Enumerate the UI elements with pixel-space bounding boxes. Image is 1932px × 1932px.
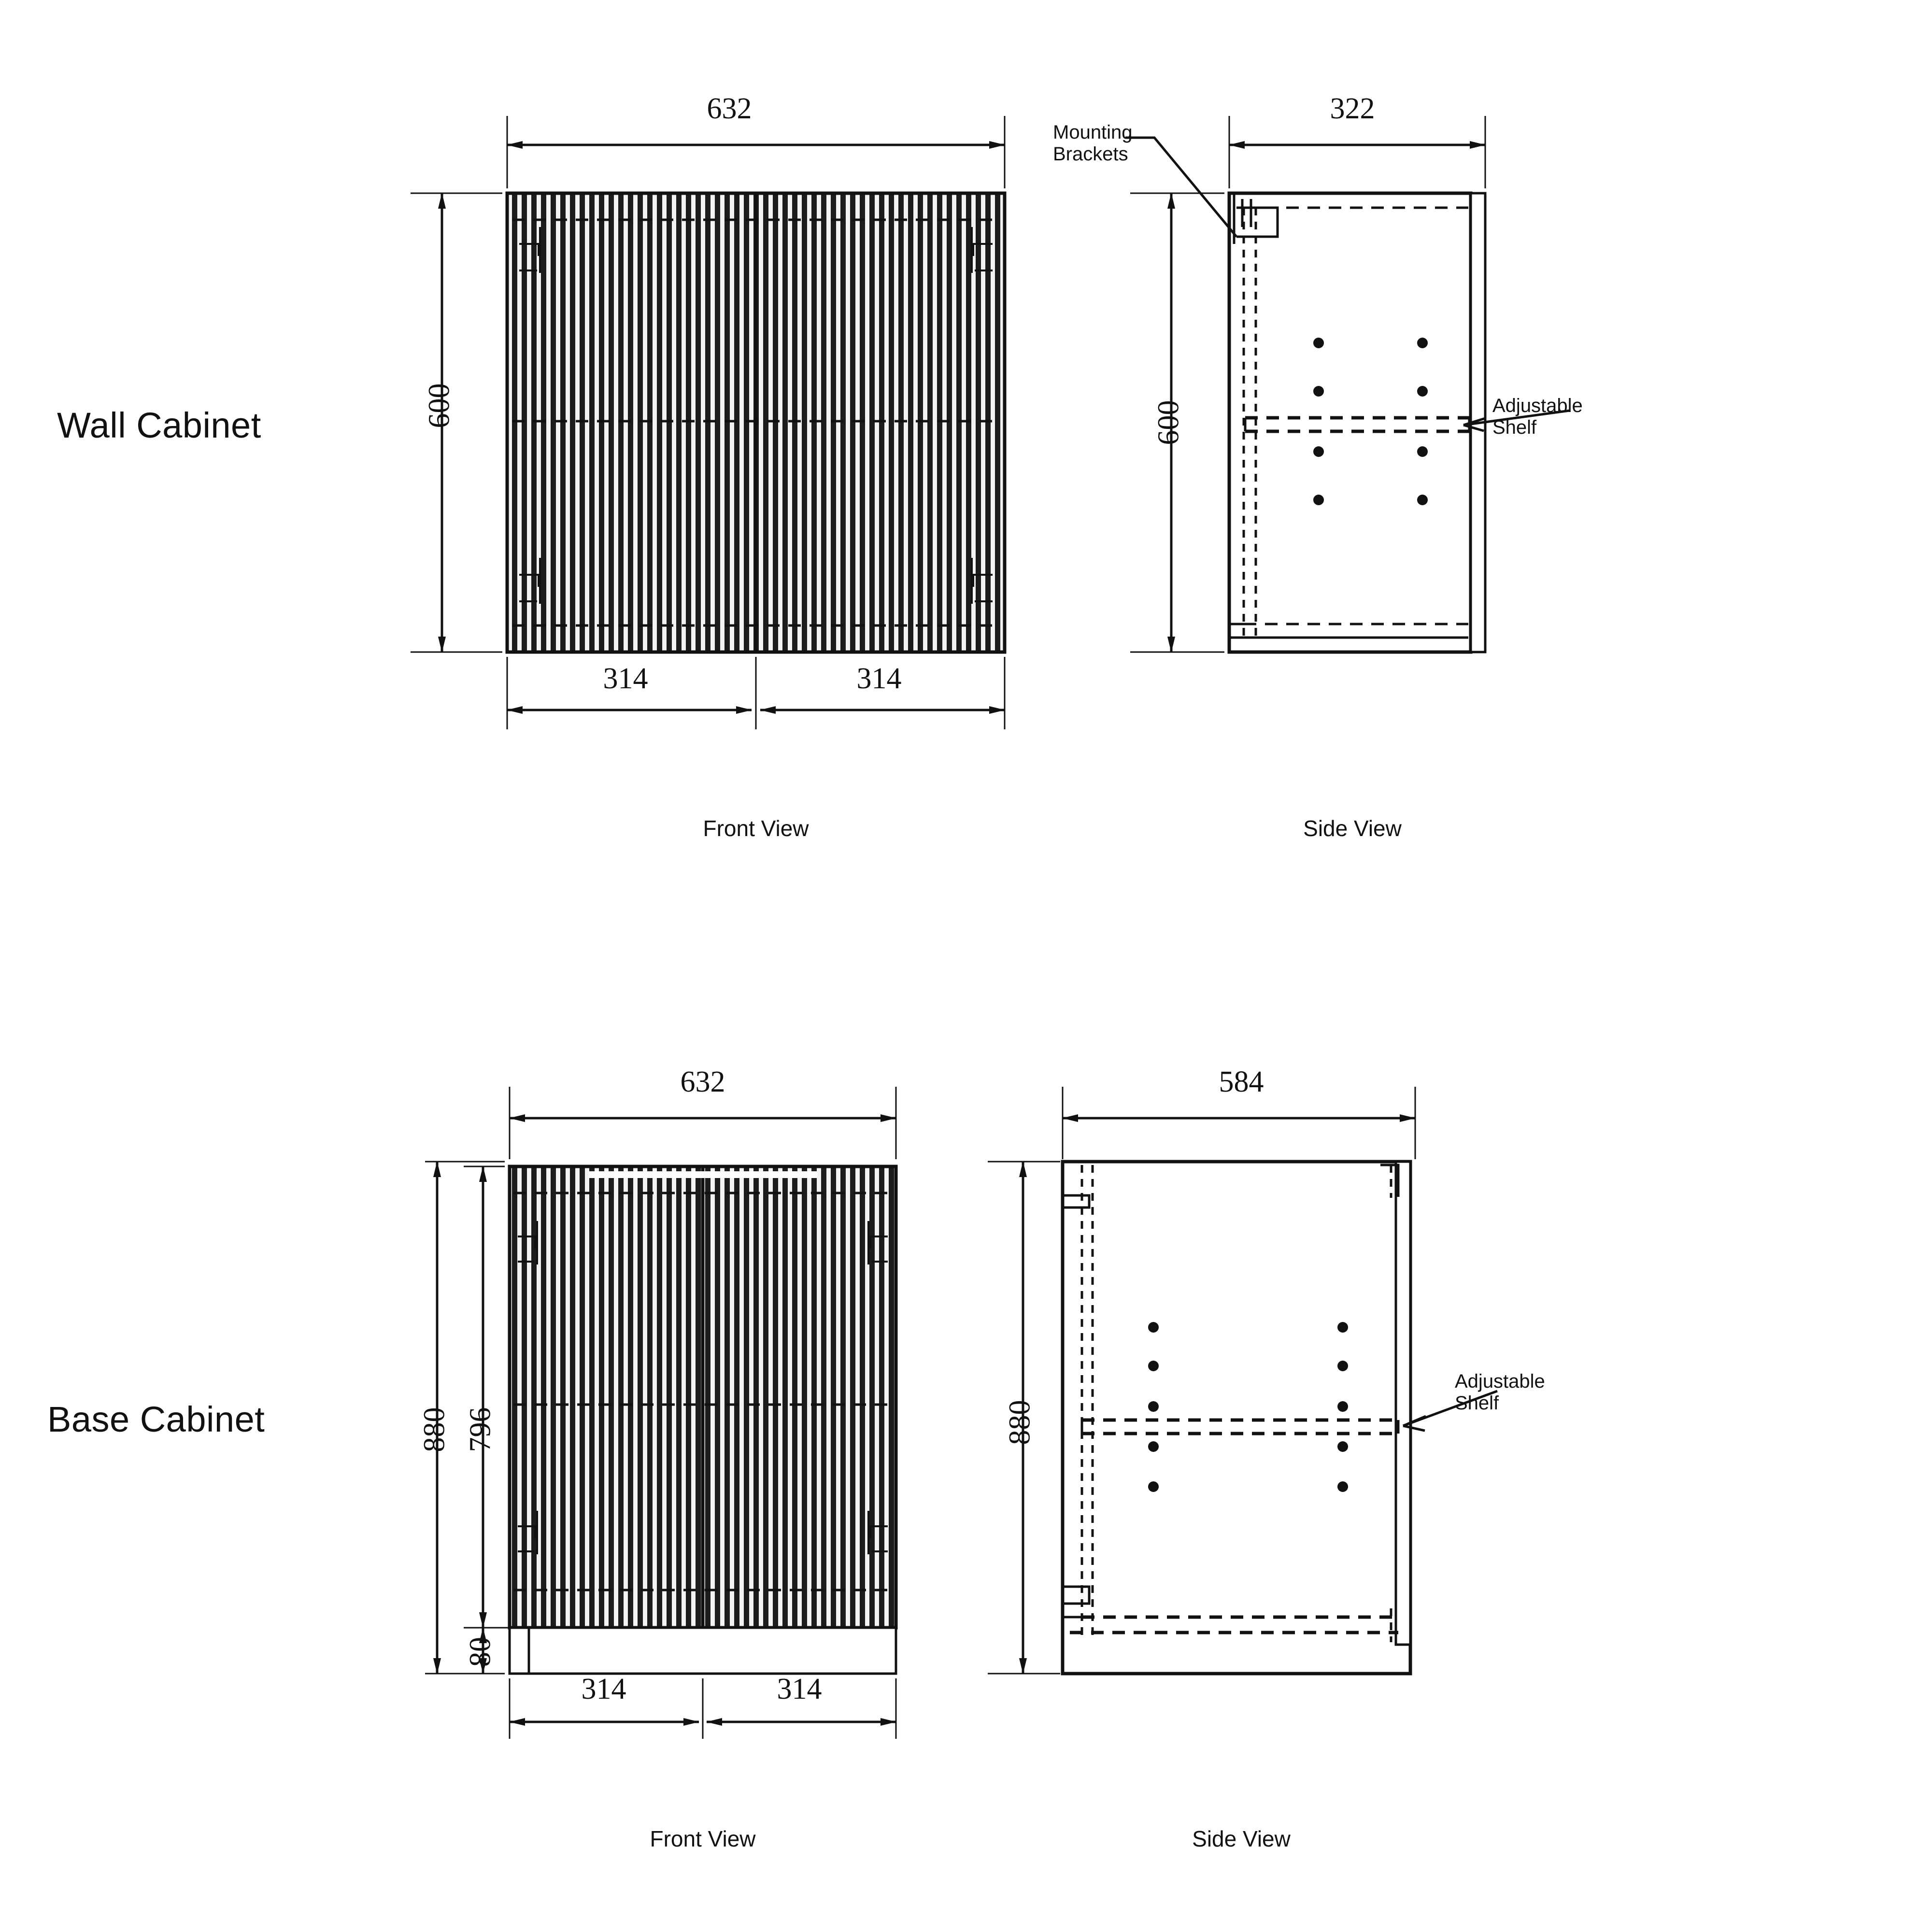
annotation-adjustable-shelf-base: Adjustable Shelf [1455, 1371, 1545, 1414]
annotation-mounting-brackets: Mounting Brackets [1053, 122, 1133, 165]
dimension-base-front-door-height: 796 [464, 1407, 497, 1452]
dimension-wall-front-door-left: 314 [603, 662, 648, 695]
annotation-adjustable-shelf-base-line2: Shelf [1455, 1392, 1499, 1414]
caption-wall-side-view: Side View [1303, 816, 1402, 841]
dimension-wall-front-door-right: 314 [856, 662, 902, 695]
wall-front-view-geometry [411, 116, 1007, 729]
caption-base-side-view: Side View [1192, 1826, 1291, 1851]
wall-side-view-geometry [1125, 116, 1570, 654]
dimension-base-front-plinth-height: 80 [464, 1637, 497, 1667]
dimension-base-front-outer-height: 880 [418, 1407, 451, 1452]
annotation-mounting-brackets-line2: Brackets [1053, 143, 1128, 165]
annotation-adjustable-shelf-wall-line2: Shelf [1492, 416, 1537, 438]
dimension-wall-front-height: 600 [423, 383, 456, 428]
base-front-view-geometry [425, 1087, 898, 1739]
dimension-base-front-width: 632 [680, 1065, 725, 1098]
dimension-base-front-door-right: 314 [777, 1673, 822, 1705]
caption-wall-front-view: Front View [703, 816, 809, 841]
base-side-view-geometry [988, 1087, 1498, 1676]
dimension-base-side-depth: 584 [1219, 1065, 1264, 1098]
section-label-base-cabinet: Base Cabinet [47, 1399, 265, 1439]
dimension-base-side-height: 880 [1003, 1400, 1037, 1445]
hinge-mark [519, 227, 541, 273]
annotation-adjustable-shelf-base-line1: Adjustable [1455, 1371, 1545, 1392]
adjustable-shelf-base [1080, 1418, 1400, 1435]
dimension-wall-front-width: 632 [707, 92, 752, 125]
dimension-wall-side-height: 600 [1152, 400, 1185, 445]
dimension-wall-side-depth: 322 [1330, 92, 1375, 125]
annotation-mounting-brackets-line1: Mounting [1053, 122, 1133, 143]
annotation-adjustable-shelf-wall-line1: Adjustable [1492, 395, 1583, 416]
annotation-adjustable-shelf-wall: Adjustable Shelf [1492, 395, 1583, 439]
caption-base-front-view: Front View [650, 1826, 756, 1851]
section-label-wall-cabinet: Wall Cabinet [57, 405, 261, 445]
dimension-base-front-door-left: 314 [581, 1673, 626, 1705]
